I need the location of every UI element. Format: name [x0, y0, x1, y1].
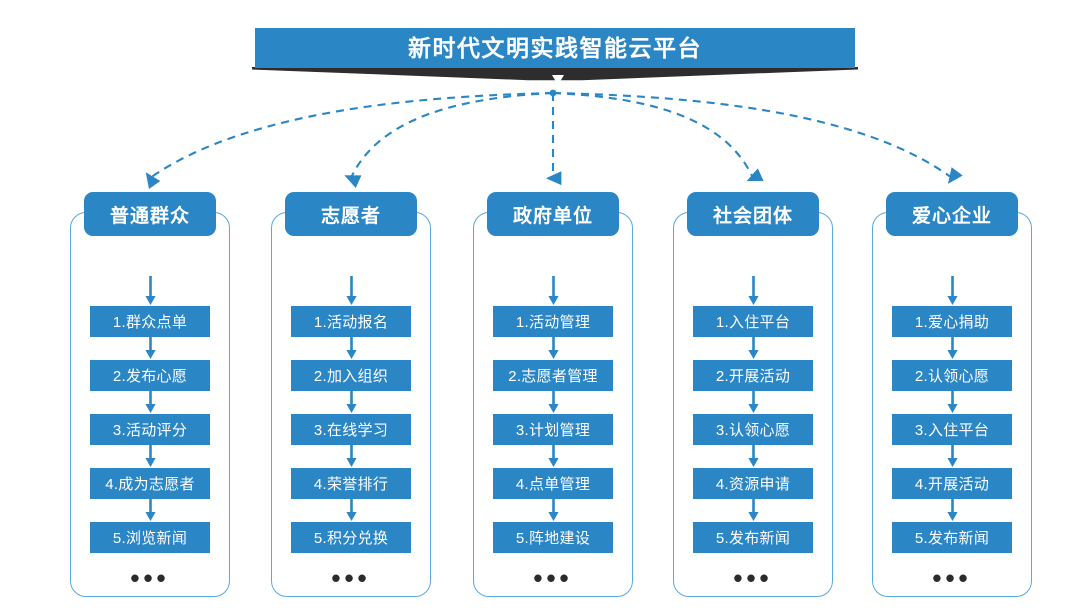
column-header-social-group[interactable]: 社会团体	[687, 192, 819, 236]
column-header-charity-enterprise[interactable]: 爱心企业	[886, 192, 1018, 236]
column-body: 1.入住平台 2.开展活动 3.认领心愿 4.资源申请 5.发布新闻 •••	[673, 276, 833, 595]
down-arrow-icon	[946, 391, 958, 413]
column-volunteer[interactable]: 志愿者 1.活动报名 2.加入组织 3.在线学习 4.荣誉排行 5.积分兑换 •••	[271, 192, 431, 597]
list-item[interactable]: 3.认领心愿	[693, 414, 813, 445]
list-item[interactable]: 3.计划管理	[493, 414, 613, 445]
down-arrow-icon	[547, 499, 559, 521]
list-item[interactable]: 4.开展活动	[892, 468, 1012, 499]
more-indicator: •••	[331, 563, 371, 593]
down-arrow-icon	[345, 337, 357, 359]
column-general-public[interactable]: 普通群众 1.群众点单 2.发布心愿 3.活动评分 4.成为志愿者 5.浏览新闻 •••	[70, 192, 230, 597]
column-government-unit[interactable]: 政府单位 1.活动管理 2.志愿者管理 3.计划管理 4.点单管理 5.阵地建设 •••	[473, 192, 633, 597]
more-indicator: •••	[932, 563, 972, 593]
down-arrow-icon	[547, 445, 559, 467]
list-item[interactable]: 5.浏览新闻	[90, 522, 210, 553]
down-arrow-icon	[747, 391, 759, 413]
header-down-arrow-icon	[747, 276, 759, 305]
list-item[interactable]: 3.在线学习	[291, 414, 411, 445]
column-charity-enterprise[interactable]: 爱心企业 1.爱心捐助 2.认领心愿 3.入住平台 4.开展活动 5.发布新闻 •••	[872, 192, 1032, 597]
down-arrow-icon	[144, 445, 156, 467]
column-header-government-unit[interactable]: 政府单位	[487, 192, 619, 236]
list-item[interactable]: 1.群众点单	[90, 306, 210, 337]
list-item[interactable]: 4.荣誉排行	[291, 468, 411, 499]
down-arrow-icon	[946, 337, 958, 359]
banner-ribbon	[252, 67, 858, 81]
down-arrow-icon	[547, 391, 559, 413]
list-item[interactable]: 5.发布新闻	[693, 522, 813, 553]
list-item[interactable]: 2.认领心愿	[892, 360, 1012, 391]
list-item[interactable]: 3.活动评分	[90, 414, 210, 445]
column-body: 1.活动报名 2.加入组织 3.在线学习 4.荣誉排行 5.积分兑换 •••	[271, 276, 431, 595]
column-social-group[interactable]: 社会团体 1.入住平台 2.开展活动 3.认领心愿 4.资源申请 5.发布新闻 •••	[673, 192, 833, 597]
column-body: 1.爱心捐助 2.认领心愿 3.入住平台 4.开展活动 5.发布新闻 •••	[872, 276, 1032, 595]
list-item[interactable]: 5.积分兑换	[291, 522, 411, 553]
page-title: 新时代文明实践智能云平台	[408, 34, 702, 61]
list-item[interactable]: 1.活动报名	[291, 306, 411, 337]
link-to-col-2	[344, 91, 554, 188]
down-arrow-icon	[345, 391, 357, 413]
column-header-volunteer[interactable]: 志愿者	[285, 192, 417, 236]
list-item[interactable]: 2.发布心愿	[90, 360, 210, 391]
down-arrow-icon	[144, 391, 156, 413]
header-down-arrow-icon	[946, 276, 958, 305]
link-to-col-1	[145, 91, 554, 189]
list-item[interactable]: 1.爱心捐助	[892, 306, 1012, 337]
list-item[interactable]: 1.入住平台	[693, 306, 813, 337]
column-body: 1.群众点单 2.发布心愿 3.活动评分 4.成为志愿者 5.浏览新闻 •••	[70, 276, 230, 595]
column-body: 1.活动管理 2.志愿者管理 3.计划管理 4.点单管理 5.阵地建设 •••	[473, 276, 633, 595]
list-item[interactable]: 4.成为志愿者	[90, 468, 210, 499]
more-indicator: •••	[733, 563, 773, 593]
banner-bar: 新时代文明实践智能云平台	[255, 28, 855, 68]
header-down-arrow-icon	[547, 276, 559, 305]
list-item[interactable]: 4.资源申请	[693, 468, 813, 499]
chevron-down-icon	[552, 75, 564, 85]
column-header-general-public[interactable]: 普通群众	[84, 192, 216, 236]
hub-node	[549, 89, 557, 97]
list-item[interactable]: 4.点单管理	[493, 468, 613, 499]
down-arrow-icon	[946, 499, 958, 521]
down-arrow-icon	[144, 337, 156, 359]
list-item[interactable]: 2.加入组织	[291, 360, 411, 391]
header-down-arrow-icon	[144, 276, 156, 305]
header-down-arrow-icon	[345, 276, 357, 305]
down-arrow-icon	[345, 499, 357, 521]
down-arrow-icon	[747, 337, 759, 359]
platform-banner: 新时代文明实践智能云平台	[252, 28, 858, 85]
list-item[interactable]: 1.活动管理	[493, 306, 613, 337]
more-indicator: •••	[533, 563, 573, 593]
link-to-col-5	[552, 91, 963, 184]
list-item[interactable]: 5.阵地建设	[493, 522, 613, 553]
down-arrow-icon	[345, 445, 357, 467]
list-item[interactable]: 5.发布新闻	[892, 522, 1012, 553]
link-to-col-4	[552, 91, 764, 182]
down-arrow-icon	[747, 499, 759, 521]
list-item[interactable]: 2.志愿者管理	[493, 360, 613, 391]
list-item[interactable]: 3.入住平台	[892, 414, 1012, 445]
down-arrow-icon	[747, 445, 759, 467]
down-arrow-icon	[547, 337, 559, 359]
more-indicator: •••	[130, 563, 170, 593]
down-arrow-icon	[144, 499, 156, 521]
down-arrow-icon	[946, 445, 958, 467]
list-item[interactable]: 2.开展活动	[693, 360, 813, 391]
